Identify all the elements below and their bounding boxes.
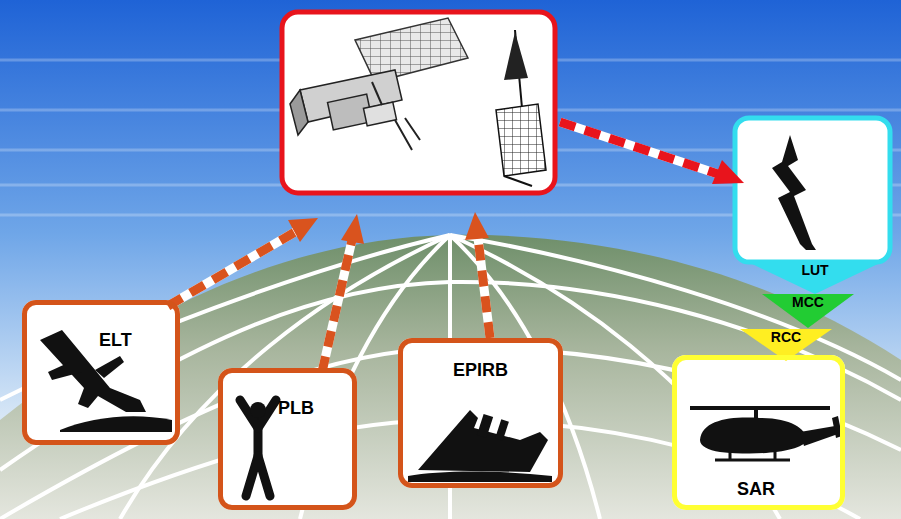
node-label: EPIRB [453, 361, 508, 381]
node-label: MCC [792, 295, 824, 310]
illustration-part [372, 82, 382, 105]
satellite-icon [290, 18, 468, 150]
uplink-arrowheads [288, 212, 489, 244]
sinking-ship-icon [408, 410, 552, 482]
node-label: PLB [278, 399, 314, 419]
antenna-icon [496, 30, 546, 186]
downlink-arrow [560, 122, 718, 174]
earth-globe [0, 235, 901, 519]
illustration-part [341, 214, 364, 244]
illustration-part [504, 176, 532, 186]
illustration-part [754, 408, 758, 418]
plb-box-fill [218, 368, 357, 510]
illustration-part [800, 244, 816, 250]
lut-label-triangle: LUT [748, 262, 882, 294]
illustration-part [288, 218, 318, 242]
person-icon [240, 400, 276, 496]
downlink-arrowhead [712, 160, 744, 184]
satellite-box [282, 12, 555, 193]
illustration-part [504, 32, 528, 80]
illustration-part [560, 122, 718, 174]
helicopter-icon [690, 408, 842, 460]
triangle-fill [762, 294, 854, 328]
node-label: RCC [771, 330, 801, 345]
triangle-fill [748, 262, 882, 294]
illustration-part [495, 419, 509, 440]
illustration-part [240, 400, 276, 428]
illustration-part [322, 240, 352, 372]
illustration-part [355, 18, 468, 82]
elt-box-fill [22, 300, 180, 445]
illustration-part [418, 410, 548, 472]
illustration-part [60, 416, 172, 432]
sar-box: SAR [672, 355, 845, 510]
elt-beacon-box: ELT [22, 300, 180, 445]
illustration-part [95, 356, 124, 378]
illustration-part [700, 418, 808, 454]
illustration-part [560, 122, 718, 174]
illustration-part [246, 456, 270, 496]
node-label: ELT [99, 331, 132, 351]
person-head [250, 402, 266, 418]
illustration-part [478, 238, 490, 338]
illustration-part [322, 240, 352, 372]
node-label: LUT [801, 263, 828, 278]
globe-grid [0, 235, 901, 519]
node-label: SAR [737, 480, 775, 500]
illustration-part [408, 472, 552, 483]
illustration-part [363, 102, 396, 126]
illustration-part [772, 135, 812, 244]
illustration-part [290, 90, 308, 135]
illustration-part [800, 426, 838, 446]
ground-antenna-icon [772, 135, 816, 250]
illustration-part [730, 452, 775, 460]
illustration-part [690, 406, 830, 410]
epirb-box-fill [398, 338, 563, 488]
sar-box-fill [672, 355, 845, 510]
illustration-part [715, 459, 790, 462]
crashing-plane-icon [40, 330, 172, 432]
illustration-part [465, 212, 489, 240]
uplink-arrows [168, 232, 490, 372]
plb-beacon-box: PLB [218, 368, 357, 510]
epirb-beacon-box: EPIRB [398, 338, 563, 488]
mcc-label-triangle: MCC [762, 294, 854, 328]
illustration-part [496, 104, 546, 176]
illustration-part [40, 330, 146, 412]
illustration-part [48, 362, 82, 380]
illustration-part [477, 414, 493, 438]
illustration-part [168, 232, 295, 306]
illustration-part [395, 118, 420, 150]
lut-station-box [735, 118, 890, 262]
illustration-part [168, 232, 295, 306]
illustration-part [478, 238, 490, 338]
